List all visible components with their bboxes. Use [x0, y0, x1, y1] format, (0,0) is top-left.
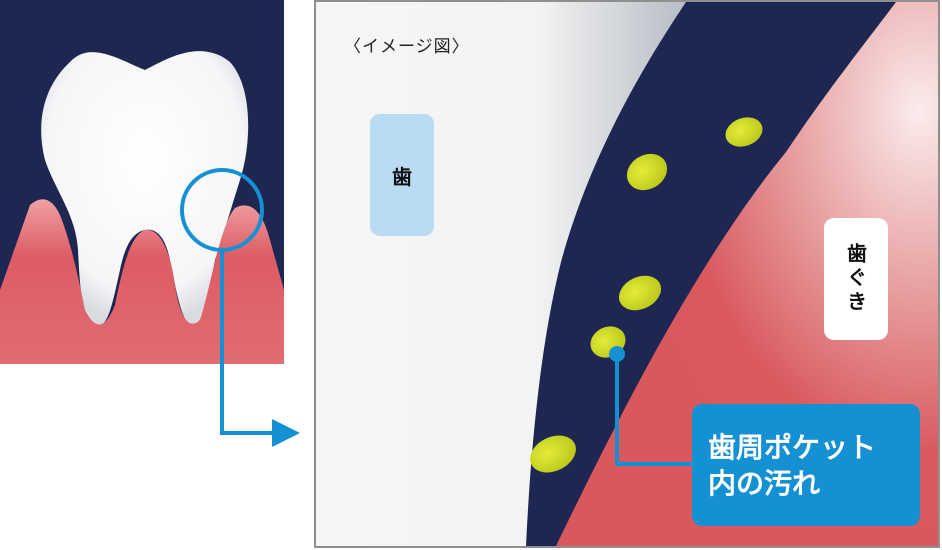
connector-arrow	[220, 250, 300, 447]
callout-line-2: 内の汚れ	[708, 467, 821, 500]
periodontal-pocket-callout: 歯周ポケット 内の汚れ	[692, 404, 920, 526]
tooth-overview-illustration	[0, 0, 284, 364]
tooth-label: 歯	[370, 114, 434, 236]
image-title: 〈イメージ図〉	[344, 37, 470, 57]
molar-tooth-icon	[0, 0, 284, 364]
magnified-view-panel: 〈イメージ図〉 歯 歯ぐき 歯周ポケット 内の汚れ	[314, 0, 940, 548]
arrow-right-icon	[272, 419, 300, 447]
callout-line-1: 歯周ポケット	[708, 431, 877, 464]
plaque-particles	[530, 117, 763, 473]
gum-label: 歯ぐき	[824, 218, 888, 340]
